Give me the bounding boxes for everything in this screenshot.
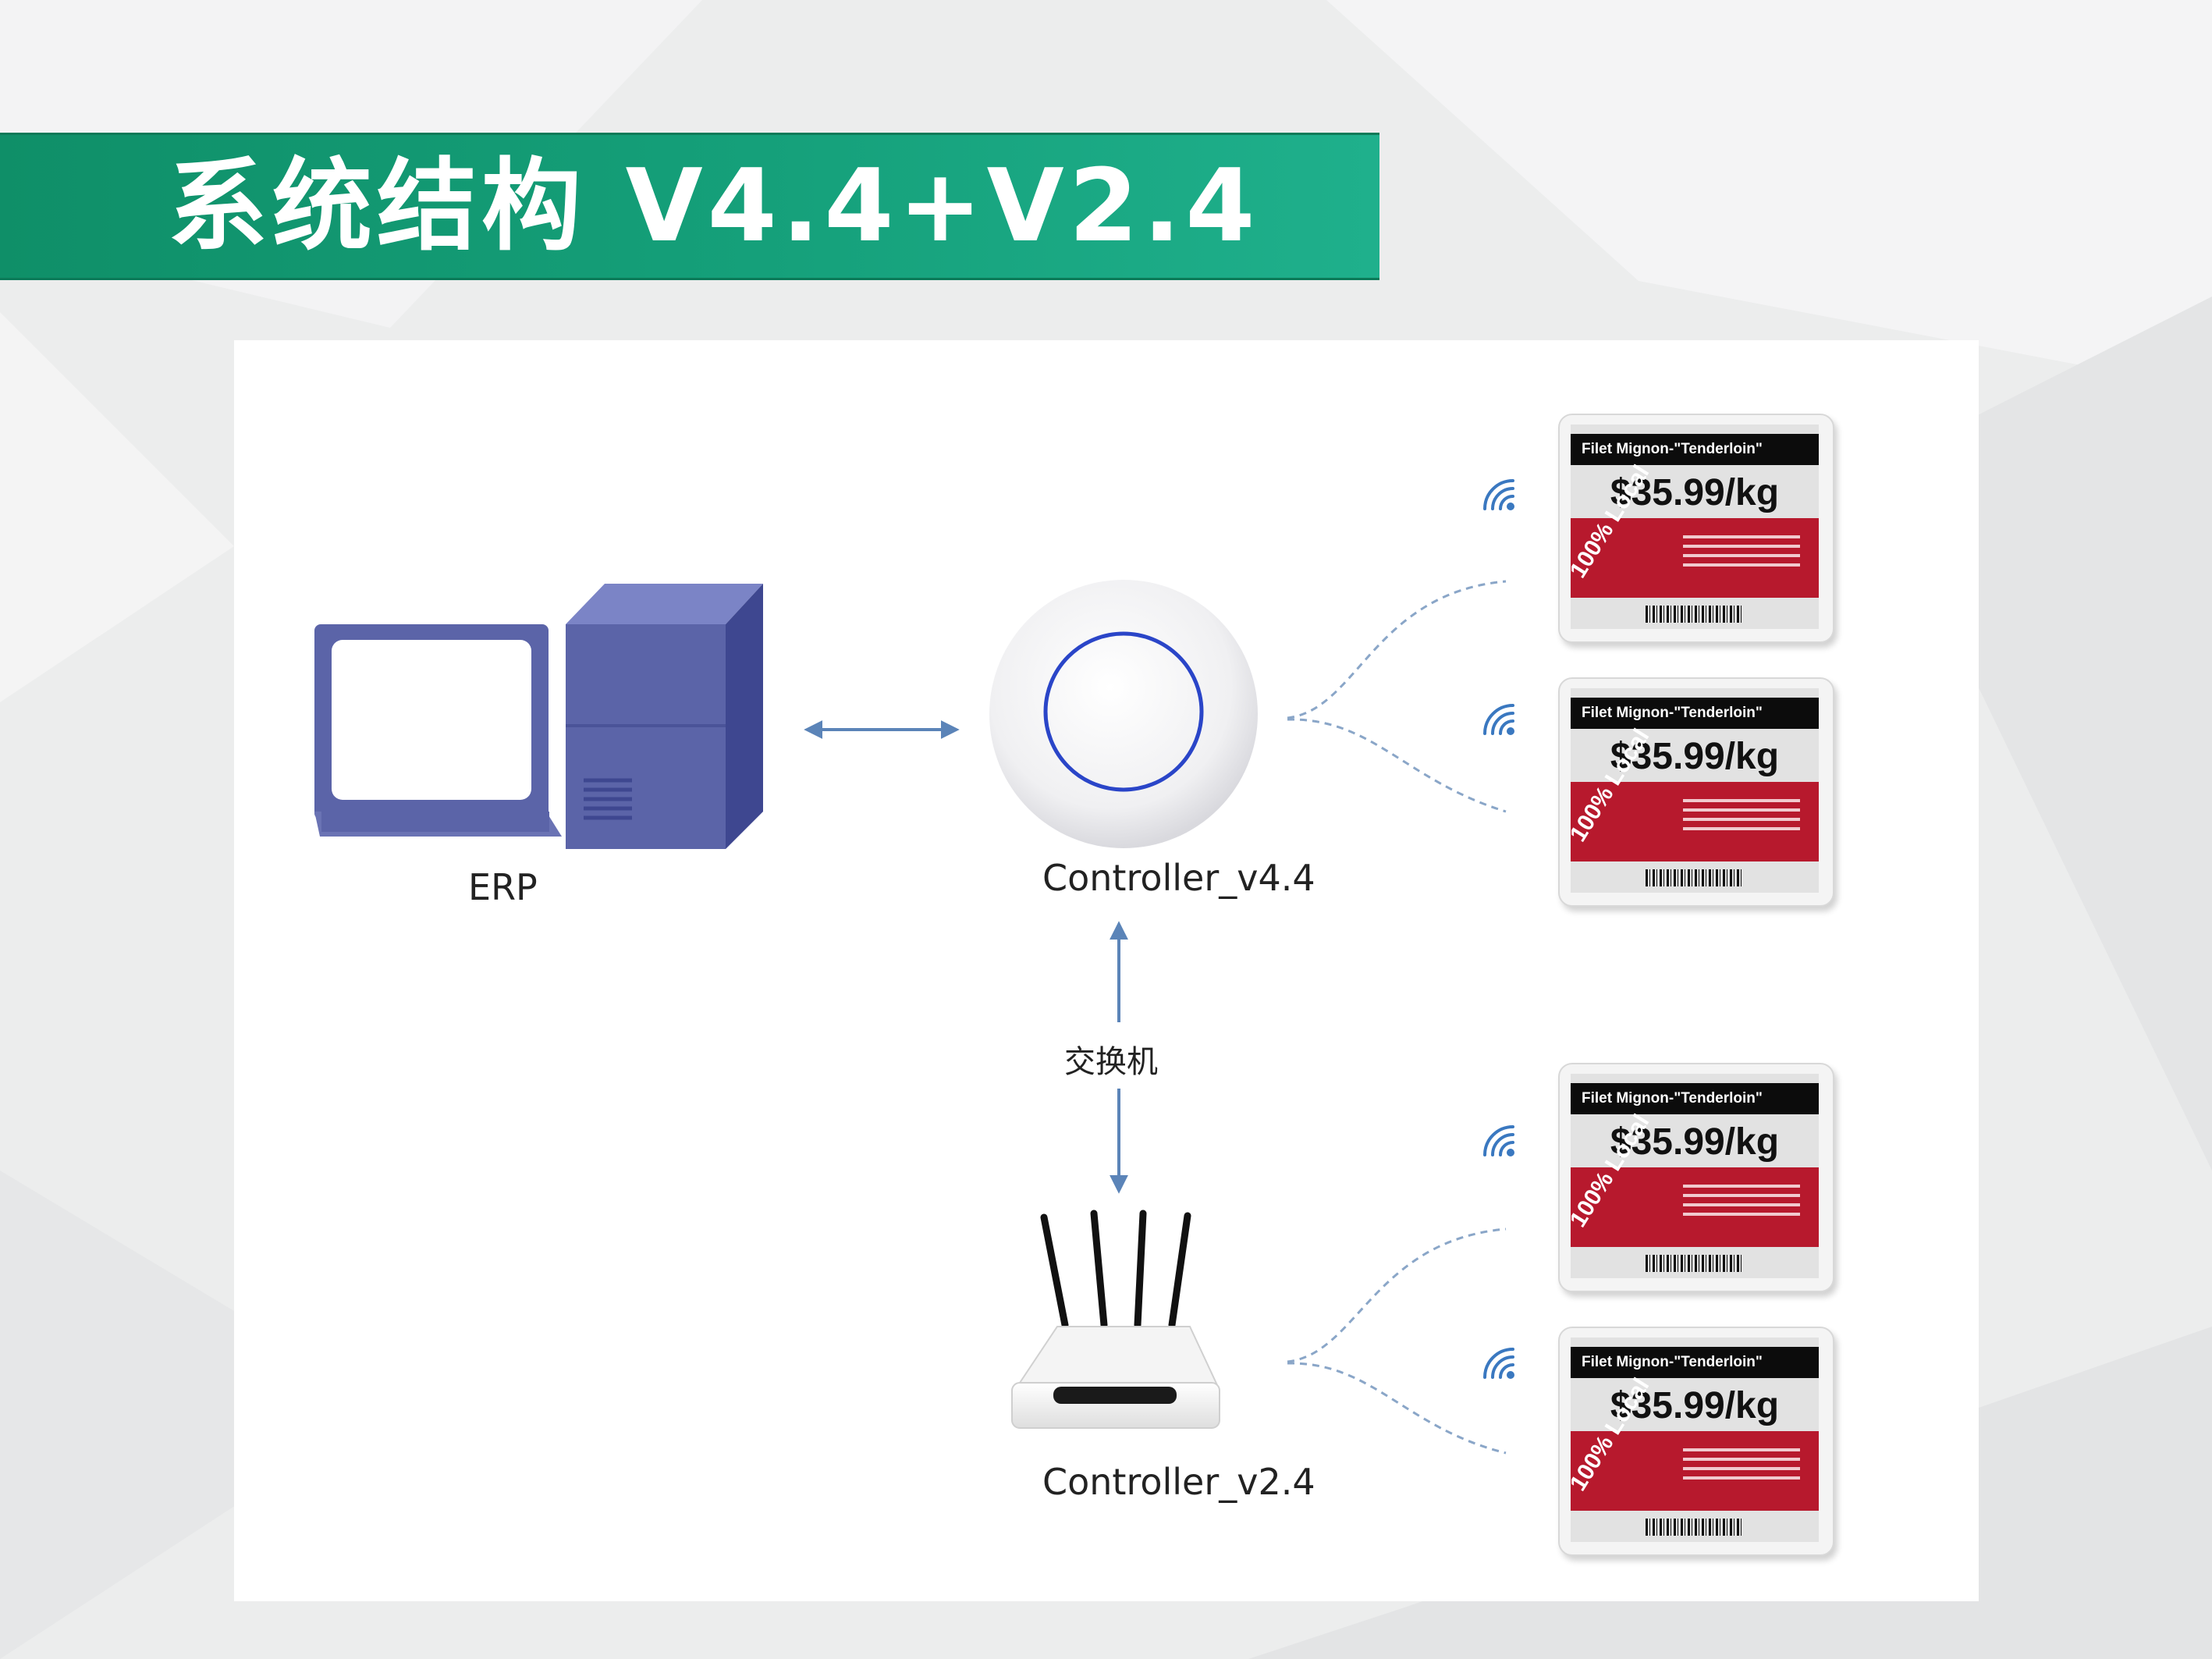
- wifi-signal-icon: [1483, 1348, 1514, 1379]
- tag-price: $35.99/kg: [1610, 1385, 1780, 1426]
- barcode-icon: [1646, 869, 1744, 886]
- wireless-links-v44: [1287, 580, 1507, 813]
- controller-v24-label: Controller_v2.4: [1042, 1461, 1315, 1503]
- server-tower-icon: [566, 584, 763, 849]
- wireless-links-v24: [1287, 1227, 1507, 1455]
- tag-price: $35.99/kg: [1610, 472, 1780, 513]
- tag-product-name: Filet Mignon-"Tenderloin": [1571, 1083, 1819, 1114]
- tag-product-name: Filet Mignon-"Tenderloin": [1571, 1347, 1819, 1378]
- barcode-icon: [1646, 1519, 1744, 1536]
- barcode-icon: [1646, 606, 1744, 623]
- title-banner: 系统结构 V4.4+V2.4: [0, 133, 1379, 280]
- price-tag: Filet Mignon-"Tenderloin" $35.99/kg 100%…: [1558, 414, 1834, 643]
- switch-label: 交换机: [1064, 1044, 1158, 1080]
- price-tag: Filet Mignon-"Tenderloin" $35.99/kg 100%…: [1558, 1063, 1834, 1292]
- tag-price: $35.99/kg: [1610, 736, 1780, 777]
- wifi-signal-icon: [1483, 1125, 1514, 1156]
- computer-monitor-icon: [314, 624, 562, 837]
- price-tag: Filet Mignon-"Tenderloin" $35.99/kg 100%…: [1558, 677, 1834, 907]
- router-icon: [1011, 1210, 1220, 1429]
- wifi-signal-icon: [1483, 479, 1514, 510]
- erp-label: ERP: [468, 866, 538, 908]
- access-point-icon: [989, 580, 1258, 848]
- wifi-signal-icon: [1483, 704, 1514, 735]
- controller-v44-label: Controller_v4.4: [1042, 857, 1315, 899]
- price-tag: Filet Mignon-"Tenderloin" $35.99/kg 100%…: [1558, 1327, 1834, 1556]
- tag-price: $35.99/kg: [1610, 1121, 1780, 1163]
- slide-title: 系统结构 V4.4+V2.4: [168, 148, 1260, 265]
- barcode-icon: [1646, 1255, 1744, 1272]
- tag-product-name: Filet Mignon-"Tenderloin": [1571, 434, 1819, 465]
- tag-product-name: Filet Mignon-"Tenderloin": [1571, 698, 1819, 729]
